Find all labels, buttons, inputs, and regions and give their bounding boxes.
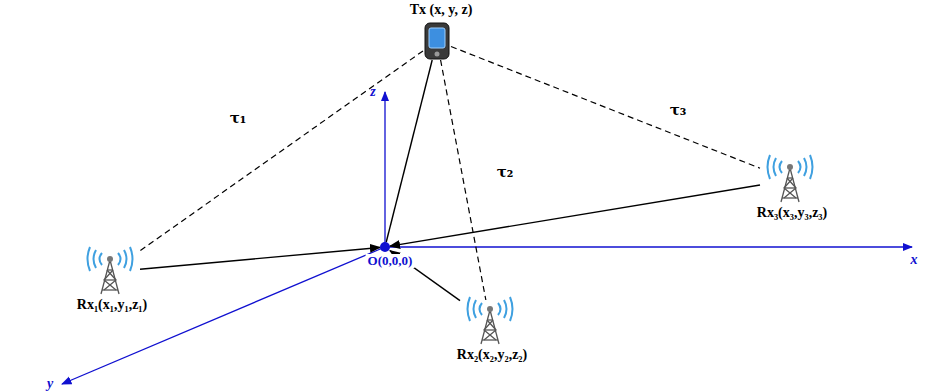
node-label: Tx (x, y, z) bbox=[408, 2, 475, 17]
tower-lattice bbox=[101, 260, 119, 294]
x-axis bbox=[385, 246, 912, 247]
link-line bbox=[390, 185, 760, 246]
receiver-tower: Rx₃(x₃,y₃,z₃) bbox=[760, 158, 820, 202]
receiver-tower-icon bbox=[460, 300, 520, 344]
node-label: Rx₂(x₂,y₂,z₂) bbox=[455, 347, 529, 362]
delay-path bbox=[451, 47, 760, 169]
axis-label: x bbox=[911, 252, 918, 267]
axis-label: z bbox=[370, 84, 375, 99]
receiver-tower: Rx₂(x₂,y₂,z₂) bbox=[460, 300, 520, 344]
antenna-tip bbox=[487, 306, 493, 312]
receiver-tower-icon bbox=[760, 158, 820, 202]
antenna-tip bbox=[107, 256, 113, 262]
phone-button bbox=[435, 52, 440, 57]
antenna-tip bbox=[787, 164, 793, 170]
link-line bbox=[140, 247, 380, 269]
receiver-tower: Rx₁(x₁,y₁,z₁) bbox=[80, 250, 140, 294]
origin-point: O(0,0,0) bbox=[380, 242, 390, 252]
delay-label: τ₁ bbox=[228, 110, 249, 127]
link-line bbox=[386, 60, 432, 242]
radio-waves bbox=[768, 155, 813, 179]
radio-waves bbox=[468, 297, 513, 321]
z-axis bbox=[384, 92, 385, 247]
tower-lattice bbox=[481, 310, 499, 344]
delay-path bbox=[441, 60, 486, 300]
axis-label: y bbox=[47, 376, 53, 391]
phone-body bbox=[425, 23, 449, 59]
y-axis bbox=[62, 247, 385, 384]
origin-dot bbox=[380, 242, 390, 252]
tower-lattice bbox=[781, 168, 799, 202]
phone-screen bbox=[429, 28, 445, 48]
radio-waves bbox=[88, 247, 133, 271]
node-label: O(0,0,0) bbox=[366, 254, 415, 268]
origin-point-icon bbox=[380, 242, 390, 252]
delay-label: τ₂ bbox=[495, 164, 516, 181]
node-label: Rx₁(x₁,y₁,z₁) bbox=[75, 297, 149, 312]
delay-path bbox=[140, 51, 423, 251]
node-label: Rx₃(x₃,y₃,z₃) bbox=[755, 205, 829, 220]
receiver-tower-icon bbox=[80, 250, 140, 294]
transmitter-phone-icon bbox=[423, 22, 451, 60]
transmitter-phone: Tx (x, y, z) bbox=[423, 22, 451, 60]
delay-label: τ₃ bbox=[668, 102, 689, 119]
